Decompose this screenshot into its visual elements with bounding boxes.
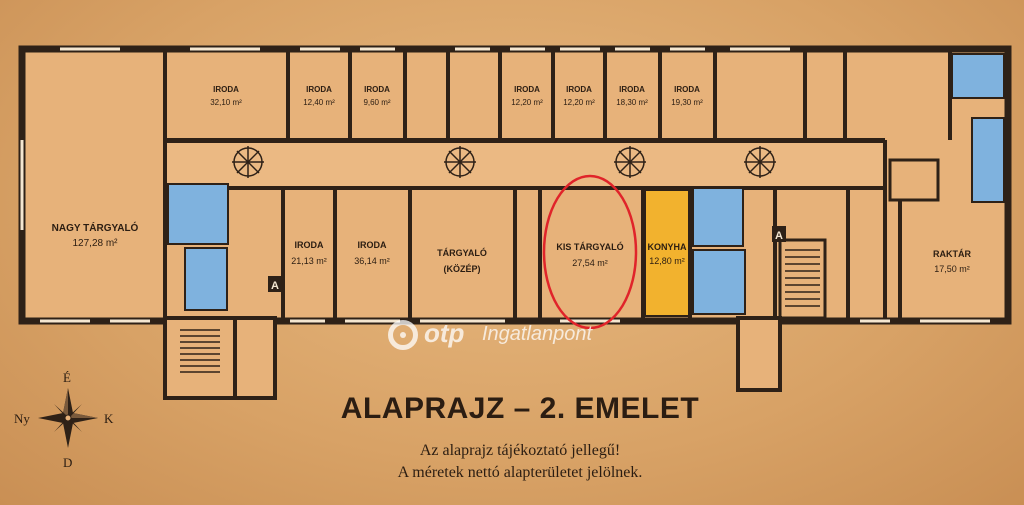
stair-landing-left [233, 316, 277, 400]
otp-logo-icon [388, 320, 418, 350]
room-area-iroda4: 12,20 m² [511, 98, 543, 107]
compass-north-label: É [63, 370, 71, 385]
stair-marker-right: A [772, 226, 786, 242]
watermark-brand: otp [424, 318, 465, 348]
compass-west-label: Ny [14, 411, 30, 426]
room-area-iroda3: 9,60 m² [363, 98, 390, 107]
plan-title: ALAPRAJZ – 2. EMELET [340, 392, 700, 425]
stairs-right-top [888, 158, 940, 202]
watermark-suffix: Ingatlanpont [482, 323, 593, 345]
room-label-targyalo-kozep: TÁRGYALÓ [437, 247, 487, 258]
stairs-left [163, 316, 237, 400]
room-label-iroda9: IRODA [358, 240, 388, 250]
room-label-nagy-targyalo: NAGY TÁRGYALÓ [52, 221, 139, 234]
room-area-iroda1: 32,10 m² [210, 98, 242, 107]
room-area-iroda9: 36,14 m² [354, 256, 390, 266]
kitchen-fill [644, 189, 690, 317]
restroom-center [692, 187, 744, 247]
room-area-iroda6: 18,30 m² [616, 98, 648, 107]
room-label-iroda3: IRODA [364, 85, 390, 94]
stairs-right [778, 238, 827, 320]
room-area-iroda8: 21,13 m² [291, 256, 327, 266]
svg-text:A: A [775, 230, 783, 242]
room-label-iroda4: IRODA [514, 85, 540, 94]
room-label-iroda8: IRODA [295, 240, 325, 250]
room-label-raktar: RAKTÁR [933, 249, 971, 259]
stair-landing-right [736, 316, 782, 392]
room-label-iroda2: IRODA [306, 85, 332, 94]
disclaimer-line-2: A méretek nettó alapterületet jelölnek. [397, 464, 643, 481]
room-area-konyha: 12,80 m² [649, 256, 685, 266]
room-area-nagy-targyalo: 127,28 m² [72, 238, 118, 249]
room-label-iroda7: IRODA [674, 85, 700, 94]
room-sub-targyalo-kozep: (KÖZÉP) [444, 264, 481, 274]
room-label-iroda1: IRODA [213, 85, 239, 94]
room-area-raktar: 17,50 m² [934, 264, 970, 274]
corridor-ornaments [232, 146, 776, 178]
compass-east-label: K [104, 411, 114, 426]
svg-text:A: A [271, 280, 279, 292]
room-area-iroda5: 12,20 m² [563, 98, 595, 107]
restroom-left [167, 183, 229, 245]
compass-rose [38, 388, 98, 448]
room-area-kis-targyalo: 27,54 m² [572, 258, 608, 268]
restroom-right-top [951, 53, 1005, 99]
room-label-konyha: KONYHA [647, 242, 687, 252]
room-area-iroda2: 12,40 m² [303, 98, 335, 107]
otp-watermark: otp Ingatlanpont [388, 318, 648, 354]
compass-south-label: D [63, 455, 73, 470]
highlight-ellipse [542, 174, 638, 330]
room-label-iroda5: IRODA [566, 85, 592, 94]
corridor [164, 141, 886, 189]
stair-marker-left: A [268, 276, 282, 292]
room-area-iroda7: 19,30 m² [671, 98, 703, 107]
restroom-right [971, 117, 1005, 203]
disclaimer-line-1: Az alaprajz tájékoztató jellegű! [419, 442, 621, 459]
restroom-center-lower [692, 249, 746, 315]
room-label-kis-targyalo: KIS TÁRGYALÓ [556, 241, 623, 252]
top-room-walls [163, 52, 952, 318]
room-label-iroda6: IRODA [619, 85, 645, 94]
restroom-left-lower [184, 247, 228, 311]
